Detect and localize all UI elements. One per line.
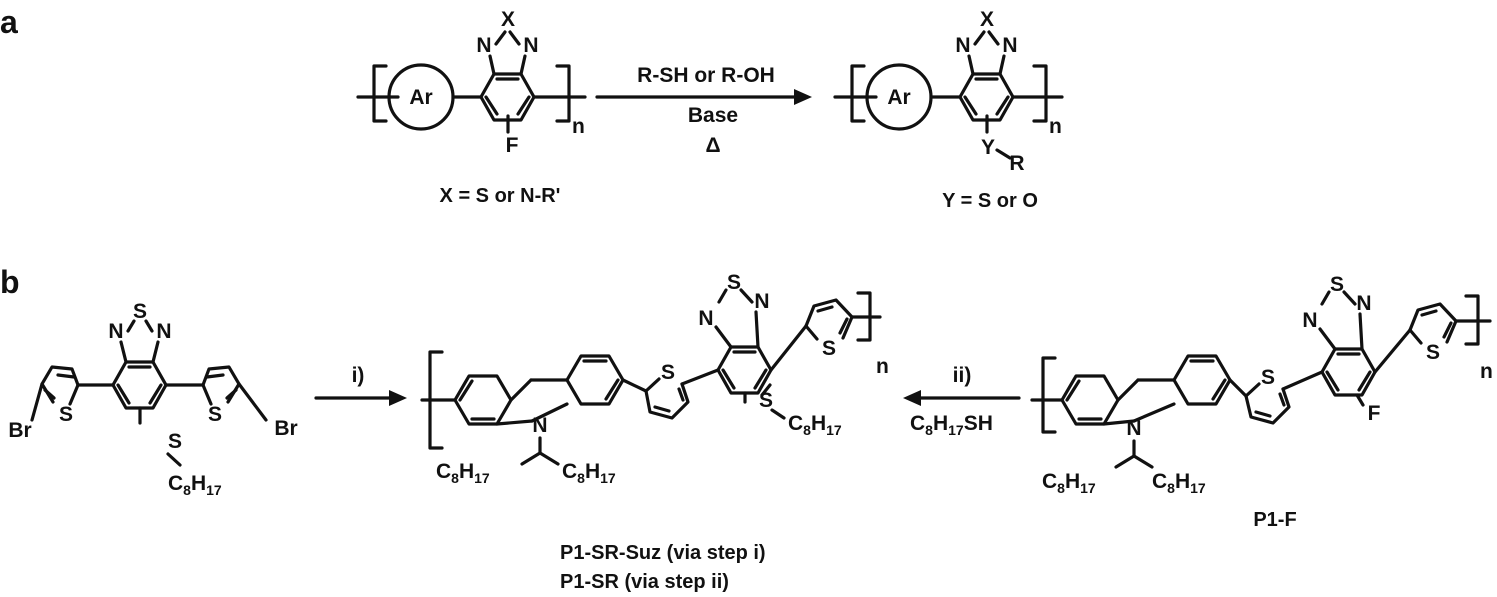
reaction-arrow-a (595, 89, 812, 105)
n-atom: N (754, 290, 769, 313)
reagent-heat: Δ (705, 134, 720, 157)
thiophene-middle (644, 382, 690, 420)
repeat-n: n (572, 115, 585, 138)
carbazole-ring-right-p1f (1172, 354, 1232, 406)
benzo-ring-left (479, 72, 536, 122)
carbazole-ring-left (453, 374, 513, 426)
n-atom: N (523, 34, 538, 57)
repeat-n: n (876, 355, 889, 378)
octyl-group: C8H17 (1152, 470, 1206, 496)
n-atom: N (476, 34, 491, 57)
repeat-n: n (1480, 360, 1493, 383)
s-atom: S (168, 430, 182, 453)
benzothiadiazole-ring-p1f (1320, 347, 1377, 397)
ar-label-left: Ar (409, 86, 432, 109)
n-atom: N (955, 34, 970, 57)
x-atom: X (980, 8, 994, 31)
thiophene-right-p1f (1408, 302, 1458, 344)
reagent-top: R-SH or R-OH (637, 64, 775, 87)
n-atom: N (1002, 34, 1017, 57)
reaction-arrow-step-ii (903, 390, 1021, 406)
n-atom: N (1356, 292, 1371, 315)
thiophene-right-middle (804, 298, 854, 340)
step-i-label: i) (352, 364, 365, 387)
octyl-group: C8H17 (788, 412, 842, 438)
y-atom: Y (981, 136, 995, 159)
n-atom: N (108, 320, 123, 343)
r-group: R (1009, 152, 1024, 175)
n-atom: N (156, 320, 171, 343)
f-atom: F (506, 134, 519, 157)
caption-p1-f: P1-F (1253, 509, 1296, 531)
caption-y-definition: Y = S or O (942, 190, 1038, 212)
n-atom: N (1302, 309, 1317, 332)
carbazole-ring-right (565, 354, 625, 406)
reagent-base: Base (688, 104, 738, 127)
s-atom: S (759, 389, 773, 412)
caption-x-definition: X = S or N-R' (440, 185, 561, 207)
s-atom: S (822, 337, 836, 360)
monomer-dibromo: N N S S Br S Br S C8H17 (8, 300, 297, 498)
product-polymer-p1-sr: N C8H17 C8H17 S N N S S C8H17 S n (420, 271, 889, 486)
n-atom: N (1126, 417, 1141, 440)
caption-product-step-ii: P1-SR (via step ii) (560, 571, 729, 593)
panel-label-a: a (0, 4, 18, 40)
octyl-group: C8H17 (436, 460, 490, 486)
s-atom: S (133, 300, 147, 323)
reactant-polymer-p1-f: N C8H17 C8H17 S N N S F S n (1030, 273, 1493, 496)
n-atom: N (698, 307, 713, 330)
carbazole-ring-left-p1f (1060, 374, 1120, 426)
s-atom: S (59, 403, 73, 426)
thiophene-middle-p1f (1244, 387, 1291, 425)
x-atom: X (501, 8, 515, 31)
octyl-group: C8H17 (1042, 470, 1096, 496)
step-ii-reagent: C8H17SH (910, 412, 993, 438)
benzo-ring-monomer (111, 360, 168, 410)
s-atom: S (661, 361, 675, 384)
br-atom: Br (8, 419, 31, 442)
octyl-group: C8H17 (562, 460, 616, 486)
step-ii-label: ii) (953, 364, 972, 387)
s-atom: S (1330, 273, 1344, 296)
f-atom: F (1368, 402, 1381, 425)
panel-label-b: b (0, 264, 20, 300)
reactant-polymer-a: Ar N N X F n (356, 8, 587, 157)
benzothiadiazole-ring (716, 345, 773, 395)
br-atom: Br (274, 417, 297, 440)
n-atom: N (532, 414, 547, 437)
octyl-group: C8H17 (168, 472, 222, 498)
s-atom: S (727, 271, 741, 294)
ar-label-right: Ar (887, 86, 910, 109)
repeat-n: n (1049, 115, 1062, 138)
s-atom: S (1261, 366, 1275, 389)
caption-product-suzuki: P1-SR-Suz (via step i) (560, 542, 766, 564)
benzo-ring-right (958, 72, 1015, 122)
s-atom: S (1426, 341, 1440, 364)
product-polymer-a: Ar N N X Y R n (833, 8, 1064, 175)
reaction-arrow-step-i (314, 390, 407, 406)
s-atom: S (208, 403, 222, 426)
